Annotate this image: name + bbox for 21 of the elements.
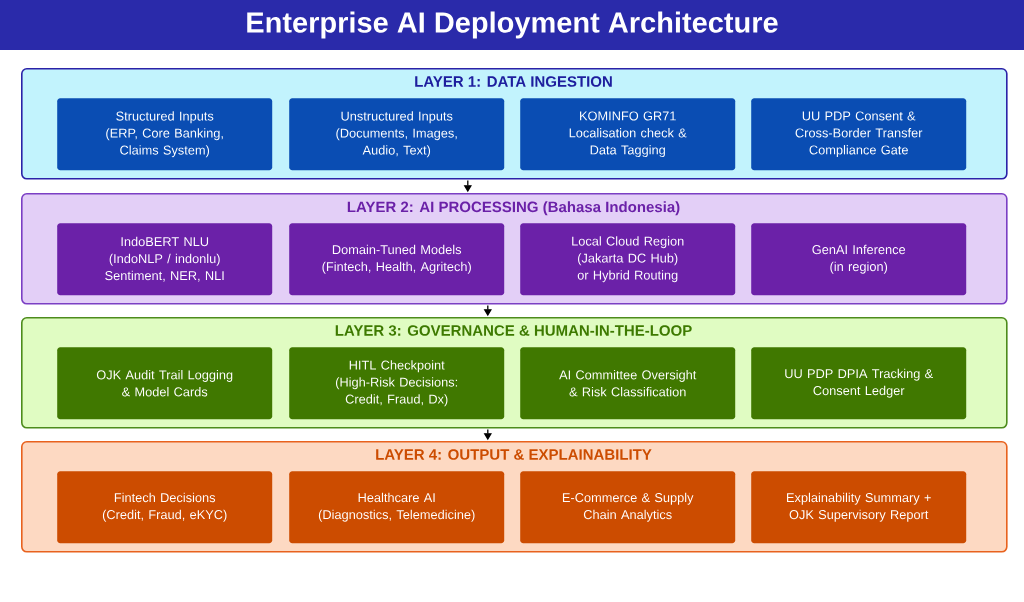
layer-heading: LAYER 4: OUTPUT & EXPLAINABILITY xyxy=(376,449,652,460)
process-box: Healthcare AI (Diagnostics, Telemedicine) xyxy=(289,471,505,544)
process-box: HITL Checkpoint (High-Risk Decisions: Credit, Fraud, Dx) xyxy=(289,347,505,420)
process-box: UU PDP DPIA Tracking & Consent Ledger xyxy=(751,347,967,420)
process-box: IndoBERT NLU (IndoNLP / indonlu) Sentiment, NER, NLI xyxy=(57,223,273,296)
process-box: Unstructured Inputs (Documents, Images, Audio, Text) xyxy=(289,98,505,171)
layer-heading: LAYER 1: DATA INGESTION xyxy=(415,76,612,87)
process-box: E-Commerce & Supply Chain Analytics xyxy=(520,471,736,544)
process-box: Fintech Decisions (Credit, Fraud, eKYC) xyxy=(57,471,273,544)
title-banner: Enterprise AI Deployment Architecture xyxy=(0,0,1024,50)
process-box: KOMINFO GR71 Localisation check & Data Tagging xyxy=(520,98,736,171)
layer-heading: LAYER 2: AI PROCESSING (Bahasa Indonesia) xyxy=(347,201,680,216)
process-box: OJK Audit Trail Logging & Model Cards xyxy=(57,347,273,420)
process-box: Explainability Summary + OJK Supervisory Report xyxy=(751,471,967,544)
process-box: Local Cloud Region (Jakarta DC Hub) or Hybrid Routing xyxy=(520,223,736,296)
process-box: Structured Inputs (ERP, Core Banking, Claims System) xyxy=(57,98,273,171)
process-box: UU PDP Consent & Cross-Border Transfer Compliance Gate xyxy=(751,98,967,171)
process-box: GenAI Inference (in region) xyxy=(751,223,967,296)
process-box: Domain-Tuned Models (Fintech, Health, Agritech) xyxy=(289,223,505,296)
layer-heading: LAYER 3: GOVERNANCE & HUMAN-IN-THE-LOOP xyxy=(335,325,692,336)
process-box: AI Committee Oversight & Risk Classification xyxy=(520,347,736,420)
